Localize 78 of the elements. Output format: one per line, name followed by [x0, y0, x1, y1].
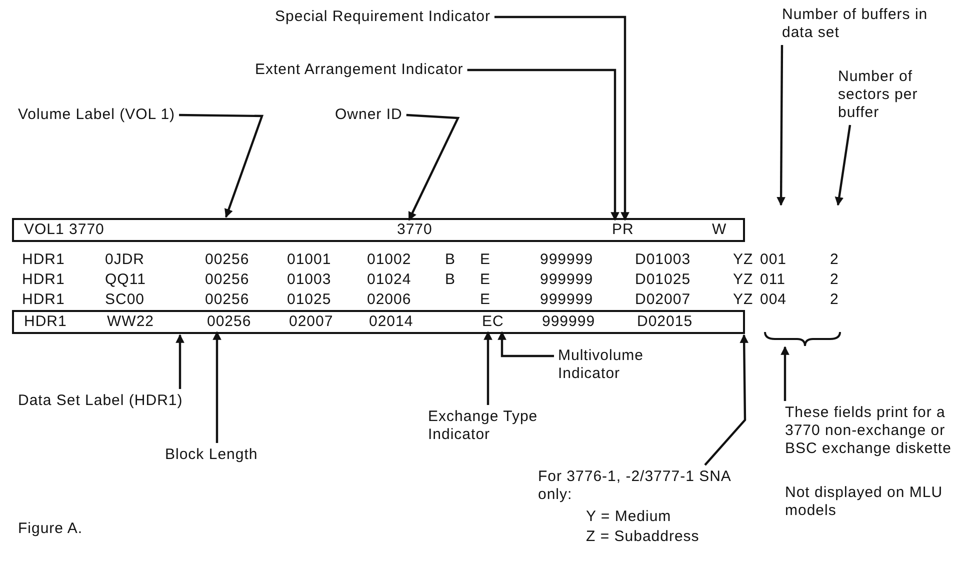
table-cell: 01001 [287, 251, 332, 269]
record-box [12, 218, 745, 242]
table-cell: 01024 [367, 271, 412, 289]
field-value: VOL1 3770 [24, 221, 104, 239]
callout-label: Z = Subaddress [586, 528, 700, 546]
table-cell: 2 [830, 251, 839, 269]
leader-arrow [179, 114, 264, 218]
table-cell: D01025 [635, 271, 691, 289]
table-cell: E [480, 271, 491, 289]
table-cell: D02007 [635, 291, 691, 309]
table-cell: 00256 [205, 271, 250, 289]
leader-arrow [498, 331, 554, 358]
table-cell: 2 [830, 291, 839, 309]
table-cell: 004 [760, 291, 787, 309]
table-cell: 999999 [540, 291, 594, 309]
field-value: 3770 [397, 221, 432, 239]
field-value: HDR1 [24, 313, 67, 331]
field-value: PR [612, 221, 634, 239]
figure-caption: Figure A. [18, 520, 83, 538]
field-value: W [712, 221, 727, 239]
field-value: 00256 [207, 313, 252, 331]
table-cell: 00256 [205, 291, 250, 309]
table-cell: 011 [760, 271, 786, 289]
table-cell: 01003 [287, 271, 332, 289]
callout-label: Special Requirement Indicator [275, 8, 490, 26]
table-cell: B [445, 251, 456, 269]
curly-brace [764, 332, 841, 347]
leader-arrow [176, 334, 184, 389]
table-cell: E [480, 251, 491, 269]
callout-label: Multivolume Indicator [558, 347, 668, 383]
leader-arrow [467, 68, 620, 221]
leader-arrow [494, 16, 630, 221]
leader-arrow [776, 45, 786, 206]
table-cell: YZ [733, 271, 754, 289]
table-cell: YZ [733, 251, 754, 269]
table-cell: 001 [760, 251, 787, 269]
table-cell: 999999 [540, 271, 594, 289]
callout-label: Extent Arrangement Indicator [255, 61, 464, 79]
field-value: 02014 [369, 313, 414, 331]
callout-label: Data Set Label (HDR1) [18, 392, 183, 410]
table-cell: SC00 [105, 291, 145, 309]
table-cell: E [480, 291, 491, 309]
table-cell: 0JDR [105, 251, 145, 269]
callout-label: Exchange Type Indicator [428, 408, 588, 444]
leader-arrow [484, 331, 492, 405]
leader-arrow [780, 346, 790, 401]
callout-label: These fields print for a 3770 non-exchange or BSC exchange diskette [785, 404, 952, 458]
callout-label: For 3776-1, -2/3777-1 SNA only: [538, 468, 732, 504]
table-cell: 01002 [367, 251, 412, 269]
record-box [12, 310, 745, 334]
leader-arrow [834, 124, 852, 206]
field-value: WW22 [107, 313, 154, 331]
callout-label: Number of sectors per buffer [838, 68, 953, 122]
table-cell: 00256 [205, 251, 250, 269]
table-cell: 2 [830, 271, 839, 289]
callout-label: Owner ID [335, 106, 402, 124]
field-value: 999999 [542, 313, 596, 331]
callout-label: Not displayed on MLU models [785, 484, 944, 520]
table-cell: 999999 [540, 251, 594, 269]
callout-label: Volume Label (VOL 1) [18, 106, 176, 124]
table-cell: QQ11 [105, 271, 146, 289]
field-value: EC [482, 313, 504, 331]
field-value: D02015 [637, 313, 693, 331]
table-cell: HDR1 [22, 271, 65, 289]
table-cell: B [445, 271, 456, 289]
field-value: 02007 [289, 313, 334, 331]
table-cell: 01025 [287, 291, 332, 309]
callout-label: Number of buffers in data set [782, 6, 957, 42]
callout-label: Block Length [165, 446, 258, 464]
table-cell: HDR1 [22, 251, 65, 269]
table-cell: HDR1 [22, 291, 65, 309]
table-cell: 02006 [367, 291, 412, 309]
table-cell: D01003 [635, 251, 691, 269]
leader-arrow [406, 114, 460, 221]
table-cell: YZ [733, 291, 754, 309]
callout-label: Y = Medium [586, 508, 672, 526]
leader-arrow [212, 331, 222, 443]
leader-arrow [704, 334, 748, 466]
